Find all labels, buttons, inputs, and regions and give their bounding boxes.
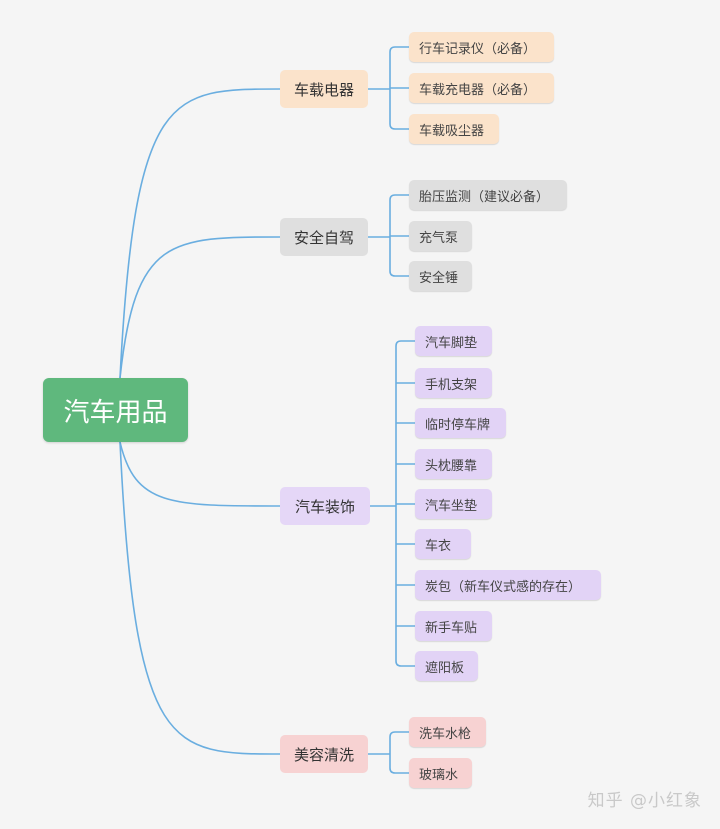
leaf-node[interactable]: 汽车脚垫 xyxy=(415,326,492,356)
leaf-node[interactable]: 充气泵 xyxy=(409,221,472,251)
leaf-node[interactable]: 安全锤 xyxy=(409,261,472,291)
watermark-text: 知乎 @小红象 xyxy=(587,791,702,811)
leaf-node[interactable]: 车载充电器（必备） xyxy=(409,73,554,103)
connector-line xyxy=(119,441,281,755)
connector-line xyxy=(395,340,415,347)
connector-line xyxy=(395,660,415,667)
leaf-node[interactable]: 玻璃水 xyxy=(409,758,472,788)
leaf-node[interactable]: 车衣 xyxy=(415,529,471,559)
leaf-node[interactable]: 洗车水枪 xyxy=(409,717,486,747)
leaf-node[interactable]: 汽车坐垫 xyxy=(415,489,492,519)
leaf-node[interactable]: 遮阳板 xyxy=(415,651,478,681)
leaf-node[interactable]: 手机支架 xyxy=(415,368,492,398)
leaf-node[interactable]: 临时停车牌 xyxy=(415,408,506,438)
connector-line xyxy=(389,270,409,277)
leaf-node[interactable]: 车载吸尘器 xyxy=(409,114,499,144)
leaf-node[interactable]: 新手车贴 xyxy=(415,611,492,641)
connector-line xyxy=(389,46,409,53)
branch-node-car-cleaning[interactable]: 美容清洗 xyxy=(280,735,368,773)
connector-line xyxy=(119,88,281,379)
leaf-node[interactable]: 行车记录仪（必备） xyxy=(409,32,554,62)
branch-node-safe-driving[interactable]: 安全自驾 xyxy=(280,218,368,256)
branch-node-car-electronics[interactable]: 车载电器 xyxy=(280,70,368,108)
connector-line xyxy=(119,236,281,379)
connector-line xyxy=(389,767,409,774)
connector-line xyxy=(389,123,409,130)
root-node[interactable]: 汽车用品 xyxy=(43,378,188,442)
connector-line xyxy=(389,731,409,738)
leaf-node[interactable]: 炭包（新车仪式感的存在） xyxy=(415,570,601,600)
leaf-node[interactable]: 胎压监测（建议必备） xyxy=(409,180,567,210)
connector-line xyxy=(119,441,281,507)
leaf-node[interactable]: 头枕腰靠 xyxy=(415,449,492,479)
connector-line xyxy=(389,194,409,201)
branch-node-car-decoration[interactable]: 汽车装饰 xyxy=(280,487,370,525)
